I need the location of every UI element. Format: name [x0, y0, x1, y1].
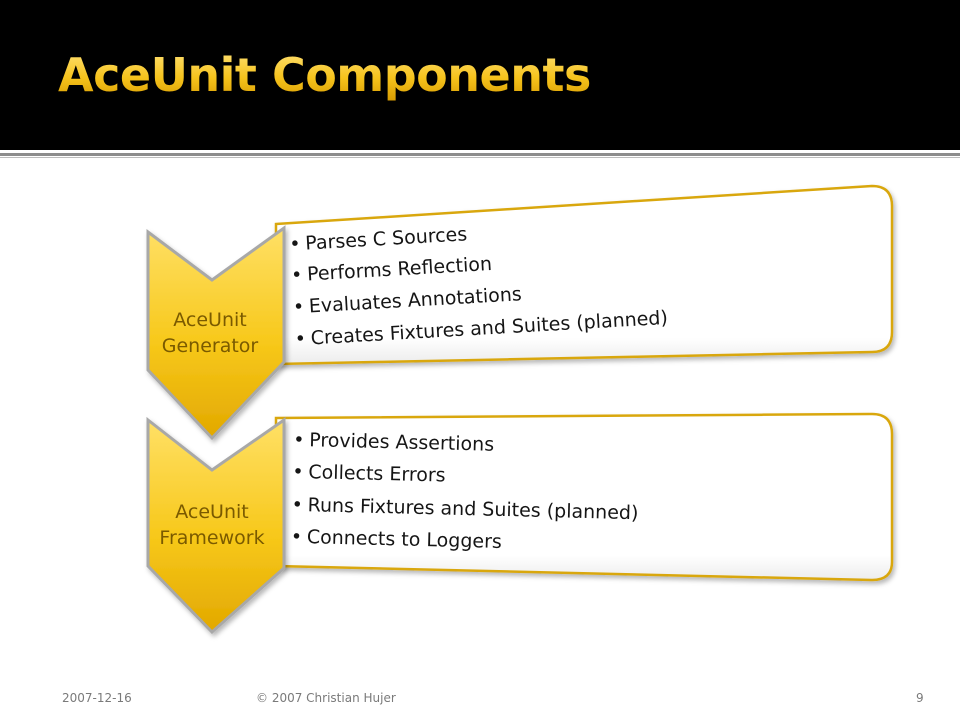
bullet-icon: • — [291, 494, 303, 516]
bullet-icon: • — [291, 526, 303, 548]
slide-title: AceUnit Components — [58, 48, 591, 102]
list-item: Provides Assertions — [309, 429, 494, 456]
generator-chevron — [146, 225, 286, 441]
bullet-icon: • — [294, 328, 306, 351]
footer-date: 2007-12-16 — [62, 691, 132, 705]
list-item: Connects to Loggers — [307, 526, 502, 553]
framework-card — [274, 412, 894, 582]
title-bar: AceUnit Components — [0, 0, 960, 150]
footer-copyright: © 2007 Christian Hujer — [256, 691, 396, 705]
title-divider — [0, 153, 960, 156]
bullet-icon: • — [289, 233, 301, 256]
framework-label-line1: AceUnit — [175, 501, 248, 523]
bullet-icon: • — [291, 264, 303, 287]
title-divider-thin — [0, 157, 960, 158]
bullet-icon: • — [292, 296, 304, 319]
generator-label-line1: AceUnit — [173, 309, 246, 331]
page-number: 9 — [916, 691, 924, 705]
framework-bullet-list: • Provides Assertions • Collects Errors … — [291, 429, 639, 553]
list-item: Collects Errors — [308, 461, 446, 486]
generator-label-line2: Generator — [162, 335, 259, 357]
framework-label-line2: Framework — [159, 527, 264, 549]
bullet-icon: • — [292, 461, 304, 483]
bullet-icon: • — [293, 429, 305, 451]
generator-card — [274, 184, 894, 366]
framework-chevron — [146, 416, 286, 635]
